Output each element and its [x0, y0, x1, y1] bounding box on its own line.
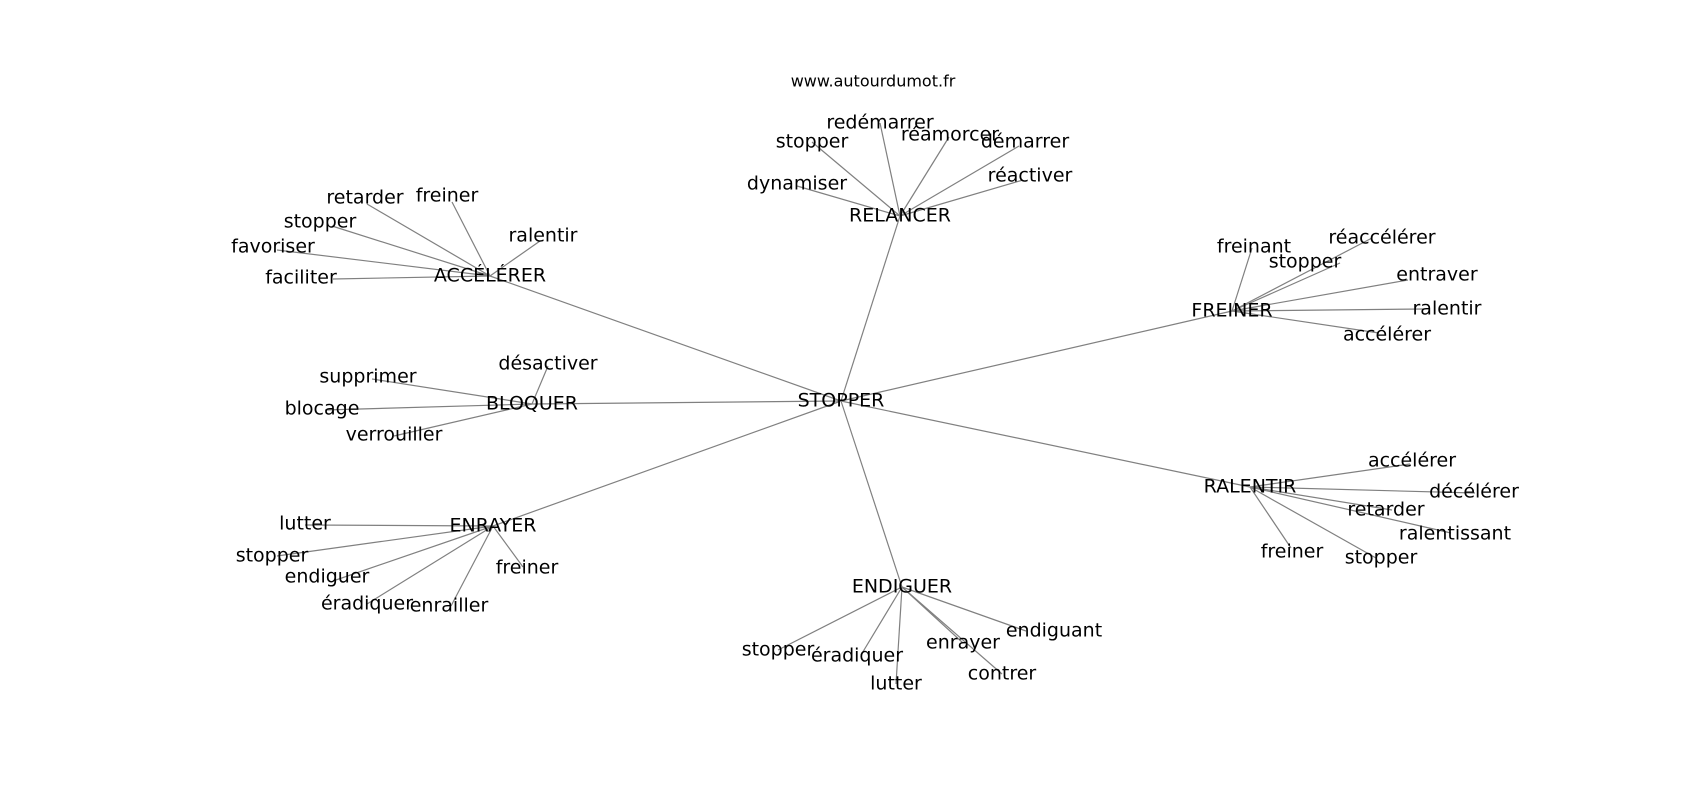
leaf-word: stopper — [1269, 251, 1342, 273]
edge-hub-accelerer-leaf — [451, 201, 491, 277]
leaf-word: réaccélérer — [1328, 227, 1435, 249]
edge-hub-bloquer-leaf — [531, 365, 549, 405]
edge-center-hub-ralentir — [840, 400, 1251, 488]
leaf-word: verrouiller — [346, 424, 443, 446]
leaf-word: réamorcer — [901, 124, 999, 146]
edge-hub-bloquer-leaf — [324, 403, 533, 411]
leaf-word: stopper — [776, 131, 849, 153]
leaf-word: ralentissant — [1399, 523, 1511, 545]
center-word: STOPPER — [798, 390, 885, 412]
hub-endiguer: ENDIGUER — [852, 576, 952, 598]
leaf-word: stopper — [1345, 547, 1418, 569]
edge-hub-freiner-leaf — [1231, 279, 1409, 312]
leaf-word: stopper — [236, 545, 309, 567]
edge-hub-relancer-leaf — [796, 185, 901, 217]
edge-hub-endiguer-leaf — [860, 586, 903, 656]
edge-hub-ralentir-leaf — [1249, 486, 1377, 559]
leaf-word: endiguant — [1006, 620, 1102, 642]
leaf-word: réactiver — [988, 165, 1073, 187]
edge-hub-relancer-leaf — [899, 179, 1024, 217]
leaf-word: endiguer — [285, 566, 370, 588]
edge-hub-enrayer-leaf — [450, 525, 494, 607]
edge-hub-accelerer-leaf — [489, 240, 541, 277]
leaf-word: faciliter — [265, 267, 337, 289]
edge-hub-freiner-leaf — [1231, 247, 1253, 312]
edge-hub-enrayer-leaf — [492, 525, 524, 568]
edge-hub-ralentir-leaf — [1249, 486, 1476, 494]
edge-hub-ralentir-leaf — [1249, 486, 1393, 511]
edge-center-hub-bloquer — [531, 400, 842, 405]
edge-hub-ralentir-leaf — [1249, 486, 1452, 534]
edge-center-hub-accelerer — [489, 275, 842, 402]
leaf-word: retarder — [1347, 499, 1424, 521]
edge-hub-endiguer-leaf — [895, 586, 903, 685]
edge-hub-accelerer-leaf — [276, 249, 491, 277]
leaf-word: freiner — [1261, 541, 1324, 563]
hub-bloquer: BLOQUER — [486, 393, 578, 415]
leaf-word: éradiquer — [321, 593, 413, 615]
edge-hub-bloquer-leaf — [371, 378, 533, 405]
edge-hub-ralentir-leaf — [1249, 486, 1292, 549]
edge-hub-freiner-leaf — [1231, 310, 1380, 334]
edge-hub-freiner-leaf — [1231, 262, 1341, 312]
leaf-word: accélérer — [1368, 450, 1456, 472]
edge-hub-endiguer-leaf — [901, 586, 1027, 632]
edge-hub-enrayer-leaf — [366, 525, 494, 605]
hub-enrayer: ENRAYER — [450, 515, 537, 537]
edge-hub-endiguer-leaf — [777, 586, 903, 651]
leaf-word: blocage — [285, 398, 360, 420]
leaf-word: enrayer — [926, 632, 1000, 654]
edge-hub-accelerer-leaf — [331, 225, 491, 277]
graph-labels: www.autourdumot.fr retarder freiner stoppe… — [231, 72, 1519, 695]
edge-center-hub-freiner — [840, 310, 1233, 402]
leaf-word: décélérer — [1429, 481, 1519, 503]
edge-center-hub-enrayer — [492, 400, 842, 527]
leaf-word: accélérer — [1343, 324, 1431, 346]
leaf-word: lutter — [279, 513, 331, 535]
leaf-word: enrailler — [410, 595, 489, 617]
leaf-word: retarder — [326, 187, 403, 209]
edge-hub-freiner-leaf — [1231, 237, 1373, 312]
hub-ralentir: RALENTIR — [1204, 476, 1297, 498]
graph-edges — [276, 122, 1476, 685]
edge-hub-accelerer-leaf — [332, 275, 491, 280]
edge-hub-ralentir-leaf — [1249, 463, 1411, 488]
edge-hub-relancer-leaf — [879, 122, 901, 217]
hub-accelerer: ACCÉLÉRER — [434, 264, 546, 287]
edge-hub-freiner-leaf — [1231, 308, 1425, 312]
leaf-word: freinant — [1217, 236, 1291, 258]
edge-hub-accelerer-leaf — [366, 203, 491, 277]
edge-hub-relancer-leaf — [811, 141, 901, 217]
leaf-word: freiner — [416, 185, 479, 207]
leaf-word: stopper — [742, 639, 815, 661]
edge-hub-relancer-leaf — [899, 145, 1020, 217]
edge-center-hub-relancer — [840, 215, 901, 402]
site-url: www.autourdumot.fr — [791, 72, 956, 91]
leaf-word: dynamiser — [747, 173, 847, 195]
leaf-word: favoriser — [231, 236, 315, 258]
hub-freiner: FREINER — [1191, 300, 1272, 322]
leaf-word: ralentir — [508, 225, 577, 247]
leaf-word: contrer — [968, 663, 1037, 685]
leaf-word: supprimer — [319, 366, 416, 388]
leaf-word: entraver — [1396, 264, 1478, 286]
leaf-word: redémarrer — [826, 112, 934, 134]
edge-hub-enrayer-leaf — [276, 525, 494, 557]
edge-hub-enrayer-leaf — [332, 525, 494, 582]
edge-hub-bloquer-leaf — [393, 403, 533, 437]
edge-hub-endiguer-leaf — [901, 586, 1003, 675]
edge-hub-relancer-leaf — [899, 136, 950, 217]
leaf-word: démarrer — [981, 131, 1069, 153]
edge-hub-enrayer-leaf — [304, 524, 494, 527]
hub-relancer: RELANCER — [849, 205, 951, 227]
leaf-word: freiner — [496, 557, 559, 579]
leaf-word: lutter — [870, 673, 922, 695]
leaf-word: stopper — [284, 211, 357, 233]
leaf-word: ralentir — [1412, 298, 1481, 320]
leaf-word: éradiquer — [811, 645, 903, 667]
leaf-word: désactiver — [498, 353, 597, 375]
edge-center-hub-endiguer — [840, 400, 903, 588]
